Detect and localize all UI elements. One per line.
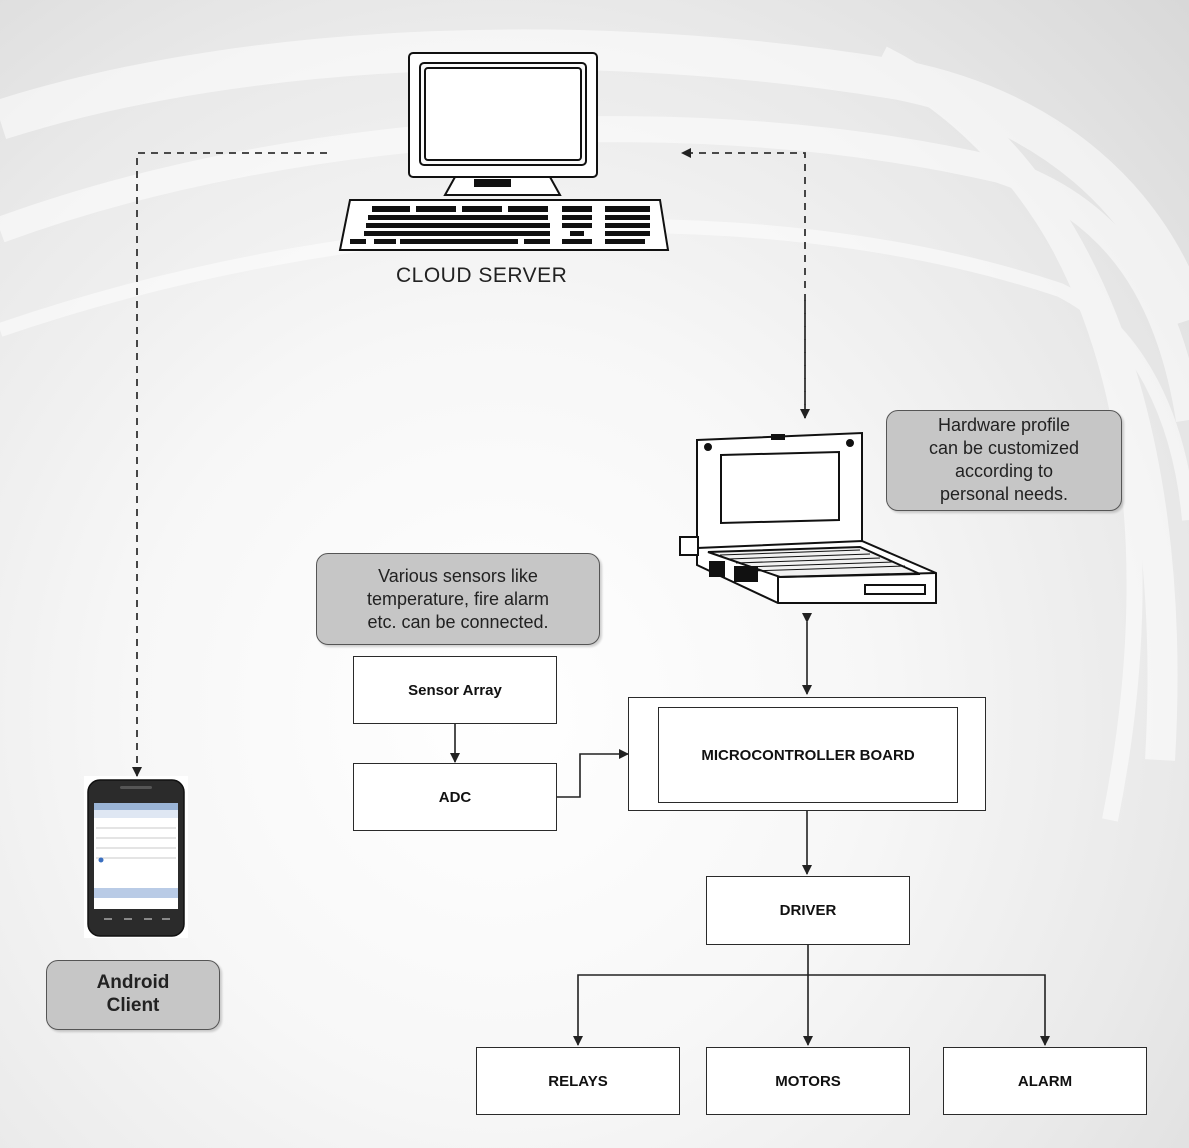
alarm-box: ALARM bbox=[943, 1047, 1147, 1115]
android-phone-icon bbox=[84, 776, 188, 938]
background-swooshes bbox=[0, 29, 1189, 822]
android-client-callout: Android Client bbox=[46, 960, 220, 1030]
laptop-icon bbox=[679, 431, 937, 604]
driver-box: DRIVER bbox=[706, 876, 910, 945]
microcontroller-board-outer: MICROCONTROLLER BOARD bbox=[628, 697, 986, 811]
hardware-connectors bbox=[450, 613, 1050, 1046]
relays-box: RELAYS bbox=[476, 1047, 680, 1115]
cloud-server-label: CLOUD SERVER bbox=[396, 264, 568, 287]
sensor-array-box: Sensor Array bbox=[353, 656, 557, 724]
microcontroller-board-box: MICROCONTROLLER BOARD bbox=[658, 707, 958, 803]
hardware-profile-callout: Hardware profile can be customized accor… bbox=[886, 410, 1122, 511]
sensors-callout: Various sensors like temperature, fire a… bbox=[316, 553, 600, 645]
adc-box: ADC bbox=[353, 763, 557, 831]
desktop-computer-icon bbox=[338, 52, 670, 251]
motors-box: MOTORS bbox=[706, 1047, 910, 1115]
cloud-links bbox=[132, 148, 806, 777]
